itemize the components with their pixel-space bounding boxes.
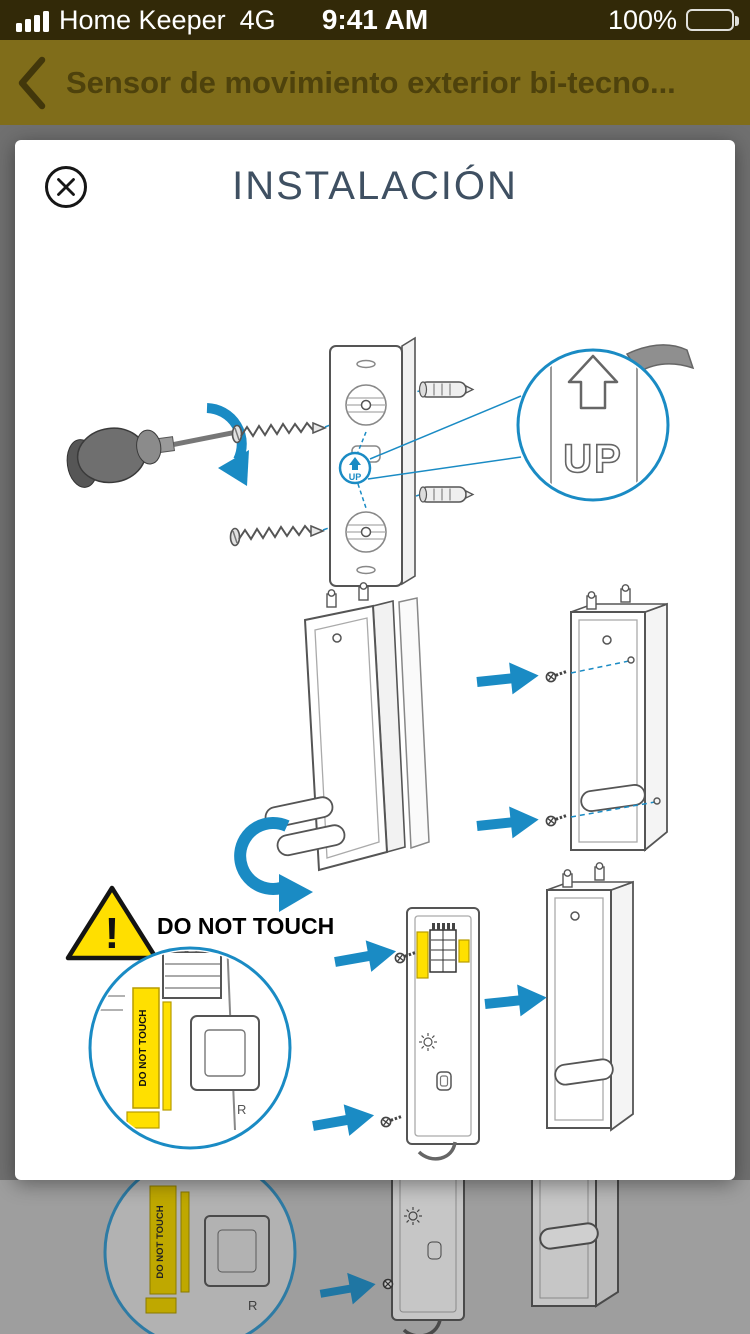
direction-arrow-icon <box>483 981 549 1020</box>
up-callout-label: UP <box>563 437 623 481</box>
install-modal: INSTALACIÓN <box>15 140 735 1180</box>
chevron-left-icon <box>18 56 46 109</box>
close-icon <box>45 166 87 208</box>
up-marker: UP <box>338 451 372 485</box>
carrier-label: Home Keeper <box>59 4 226 35</box>
nav-title: Sensor de movimiento exterior bi-tecno..… <box>66 64 676 100</box>
dim-direction-arrow-icon <box>319 1272 376 1305</box>
up-arrow-outline-icon <box>567 354 619 410</box>
direction-arrow-icon <box>475 803 541 842</box>
sensor-back-panel-illustration <box>379 907 480 1161</box>
installation-diagram: UP UP <box>65 336 695 1161</box>
battery-percent-label: 100% <box>607 4 677 35</box>
screwdriver-illustration <box>66 403 249 488</box>
detail-callout: DO NOT TOUCH R <box>88 946 292 1150</box>
mounting-bracket-illustration: UP <box>329 336 416 587</box>
battery-icon <box>686 9 739 31</box>
close-button[interactable] <box>43 164 89 210</box>
direction-arrow-icon <box>310 1099 377 1142</box>
do-not-touch-heading: DO NOT TOUCH <box>157 913 334 939</box>
direction-arrow-icon <box>332 935 399 978</box>
warning-triangle-icon: ! <box>65 885 159 961</box>
network-label: 4G <box>239 4 276 35</box>
do-not-touch-tab-label: DO NOT TOUCH <box>138 1009 149 1086</box>
bracket-hole-bottom <box>345 511 387 553</box>
dimmed-page-content: DO NOT TOUCH R <box>0 1180 750 1334</box>
up-arrow-icon <box>349 457 361 470</box>
dimmed-diagram: DO NOT TOUCH R <box>103 1180 619 1334</box>
housing-final-illustration <box>546 862 634 1132</box>
wall-anchor-illustration <box>418 381 474 503</box>
rotation-arrow-icon <box>206 403 249 486</box>
nav-bar: Sensor de movimiento exterior bi-tecno..… <box>0 40 750 125</box>
warning-exclamation: ! <box>105 909 120 958</box>
bracket-hole-top <box>345 384 387 426</box>
dim-r-label: R <box>248 1298 257 1313</box>
back-button[interactable] <box>14 54 50 112</box>
rotation-arrow-icon <box>234 816 313 912</box>
status-bar: Home Keeper 4G 9:41 AM 100% <box>0 0 750 40</box>
up-callout: UP <box>516 344 695 502</box>
modal-header: INSTALACIÓN <box>15 140 735 240</box>
sun-symbol-icon <box>419 1033 437 1051</box>
modal-title: INSTALACIÓN <box>232 164 518 208</box>
up-marker-label: UP <box>349 472 362 482</box>
r-label: R <box>237 1102 246 1117</box>
housing-screws-illustration <box>475 584 668 852</box>
signal-strength-icon <box>16 8 49 32</box>
housing-rotate-illustration <box>234 582 430 912</box>
dim-do-not-touch-tab-label: DO NOT TOUCH <box>155 1205 166 1278</box>
direction-arrow-icon <box>475 659 541 698</box>
